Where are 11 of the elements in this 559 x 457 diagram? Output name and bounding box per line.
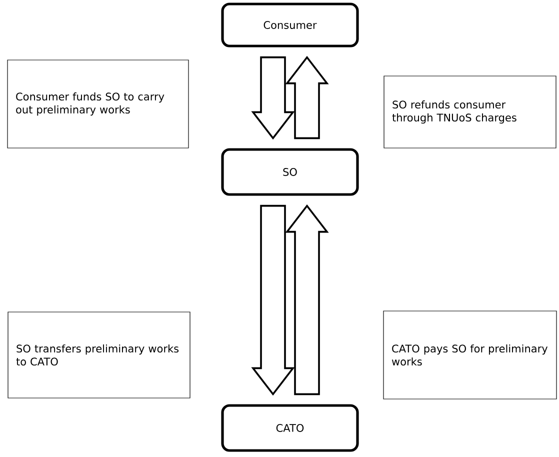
process-box: SO [221,148,359,196]
process-box: CATO [221,404,359,452]
process-box: Consumer [221,2,359,48]
block-arrow [285,204,329,396]
block-arrow [251,204,295,396]
block-arrow [285,56,329,140]
note-box: SO transfers preliminary works to CATO [8,312,190,398]
block-arrow [251,56,295,140]
note-box: Consumer funds SO to carry out preliminary works [7,60,189,148]
note-box: SO refunds consumer through TNUoS charges [384,76,556,148]
note-box: CATO pays SO for preliminary works [383,310,557,400]
